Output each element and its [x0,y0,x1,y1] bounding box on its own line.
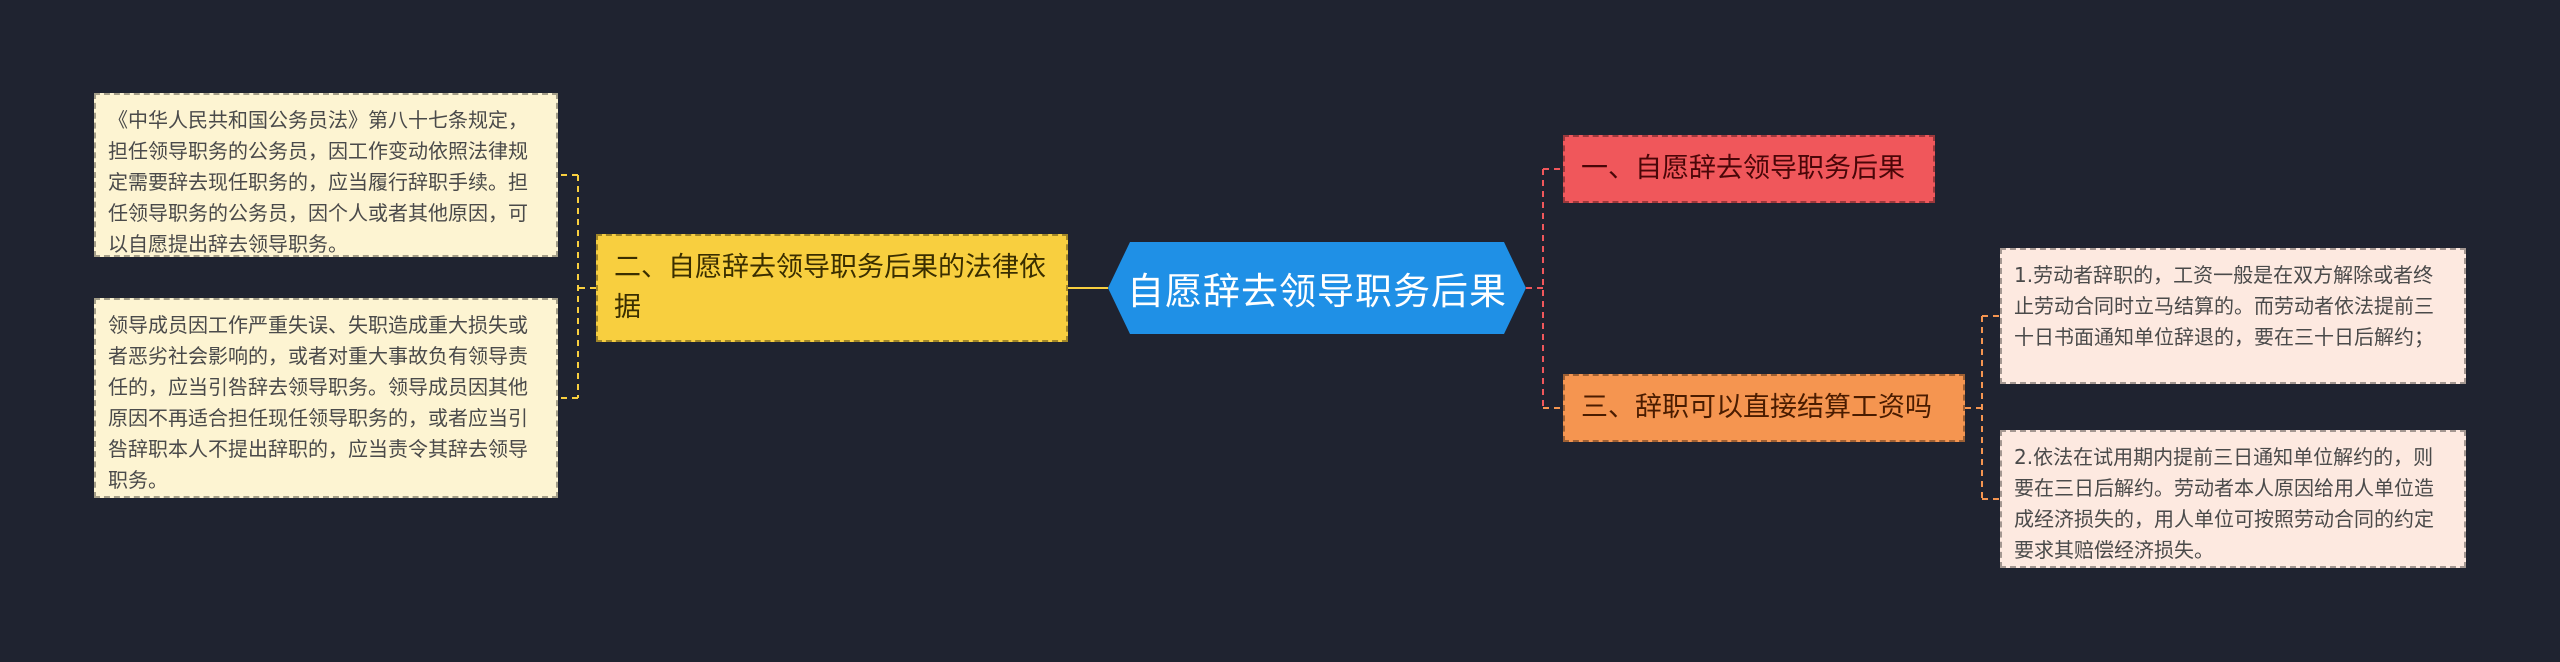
connector-right-leaves [1965,315,2000,500]
branch-legal-basis[interactable]: 二、自愿辞去领导职务后果的法律依据 [596,234,1068,342]
connector-central-right [1526,169,1544,408]
branch-resignation-consequences[interactable]: 一、自愿辞去领导职务后果 [1563,135,1935,203]
central-topic[interactable]: 自愿辞去领导职务后果 [1108,242,1526,334]
leaf-civil-servant-law[interactable]: 《中华人民共和国公务员法》第八十七条规定，担任领导职务的公务员，因工作变动依照法… [94,93,558,257]
connector-left-leaves [558,174,596,399]
leaf-resignation-accountability[interactable]: 领导成员因工作严重失误、失职造成重大损失或者恶劣社会影响的，或者对重大事故负有领… [94,298,558,498]
branch-salary-settlement[interactable]: 三、辞职可以直接结算工资吗 [1563,374,1965,442]
leaf-salary-settlement-2[interactable]: 2.依法在试用期内提前三日通知单位解约的，则要在三日后解约。劳动者本人原因给用人… [2000,430,2466,568]
leaf-salary-settlement-1[interactable]: 1.劳动者辞职的，工资一般是在双方解除或者终止劳动合同时立马结算的。而劳动者依法… [2000,248,2466,384]
